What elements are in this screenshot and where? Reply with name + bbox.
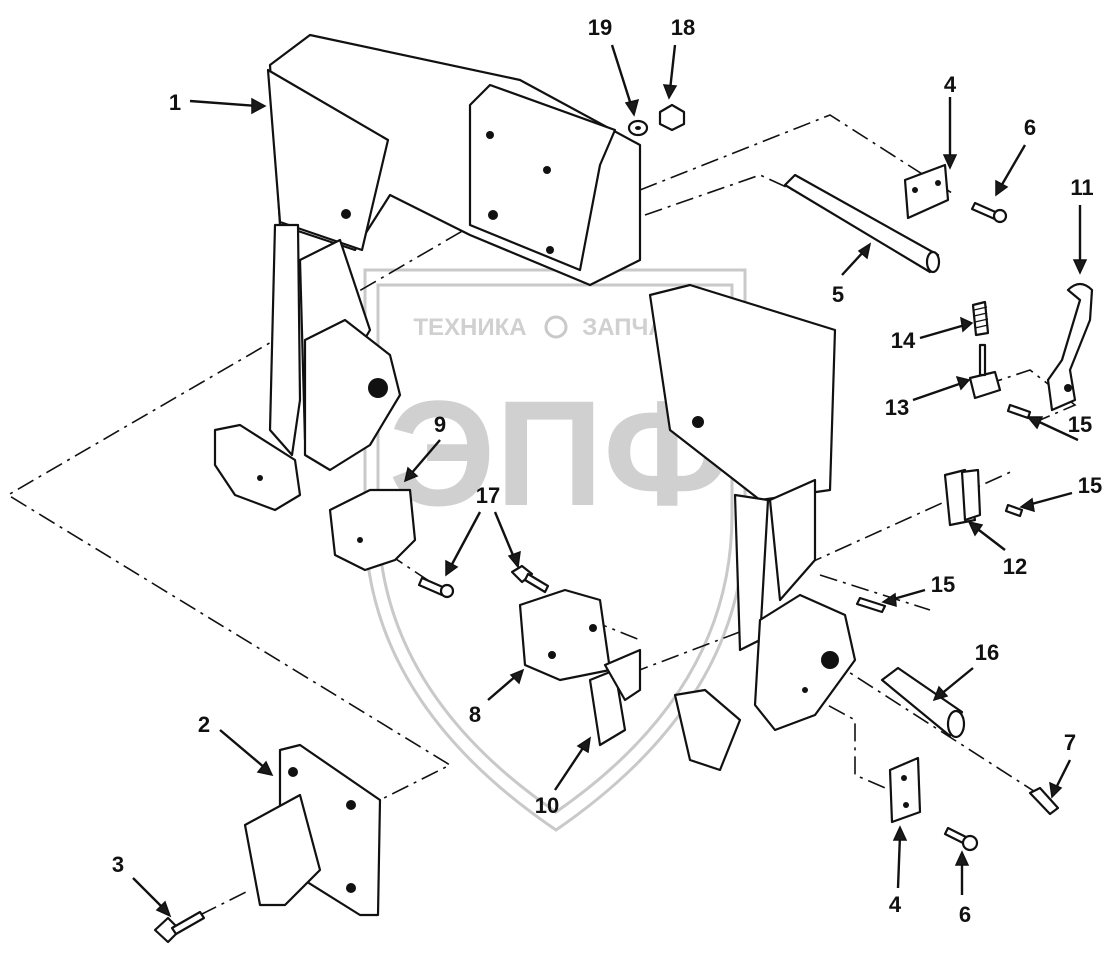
callout-15-b: 15 <box>1078 473 1102 498</box>
callout-8: 8 <box>469 702 481 727</box>
bracket-13 <box>968 343 1002 400</box>
callout-17: 17 <box>476 483 500 508</box>
pin-7 <box>1028 786 1060 816</box>
lever-11 <box>1046 282 1094 412</box>
leaders <box>132 44 1088 918</box>
pin-5 <box>783 173 941 274</box>
spring-14 <box>971 300 990 337</box>
callout-3: 3 <box>112 852 124 877</box>
plate-4-top <box>903 163 950 220</box>
bolt-17-b <box>510 564 550 594</box>
callout-1: 1 <box>169 90 181 115</box>
callout-11: 11 <box>1070 175 1093 200</box>
nut-18 <box>658 103 686 132</box>
bolt-17-a <box>417 576 455 599</box>
pin-16 <box>880 666 966 739</box>
callout-12: 12 <box>1003 554 1027 579</box>
pin-15-c <box>855 596 887 614</box>
callout-13: 13 <box>885 395 909 420</box>
callout-16: 16 <box>975 640 999 665</box>
latch-10 <box>588 648 642 747</box>
callout-15-c: 15 <box>931 572 955 597</box>
pin-15-b <box>1004 503 1024 518</box>
callout-4-bottom: 4 <box>889 892 902 917</box>
callouts: 1 2 3 4 4 5 6 6 7 8 9 10 11 12 13 14 15 … <box>112 15 1102 927</box>
callout-6-top: 6 <box>1024 115 1036 140</box>
plate-4-bottom <box>888 756 922 824</box>
bolt-6-top <box>970 201 1008 224</box>
hook-plate <box>243 743 382 917</box>
callout-9: 9 <box>434 412 446 437</box>
bracket-9 <box>328 488 417 572</box>
bolt-3 <box>153 910 206 944</box>
bracket-8 <box>518 588 612 682</box>
callout-14: 14 <box>891 328 916 353</box>
callout-6-bottom: 6 <box>959 902 971 927</box>
callout-19: 19 <box>588 15 612 40</box>
callout-10: 10 <box>535 793 559 818</box>
washer-19 <box>627 119 649 137</box>
watermark-text-left: ТЕХНИКА <box>413 314 526 341</box>
pin-15-a <box>1006 403 1032 420</box>
callout-5: 5 <box>832 282 844 307</box>
callout-4-top: 4 <box>944 72 957 97</box>
bolt-6-bottom <box>943 826 979 852</box>
callout-18: 18 <box>671 15 695 40</box>
gear-icon <box>544 315 568 339</box>
hinge-12 <box>943 468 982 527</box>
callout-7: 7 <box>1064 730 1076 755</box>
callout-2: 2 <box>198 712 210 737</box>
callout-15-a: 15 <box>1068 412 1092 437</box>
main-frame <box>213 33 857 772</box>
